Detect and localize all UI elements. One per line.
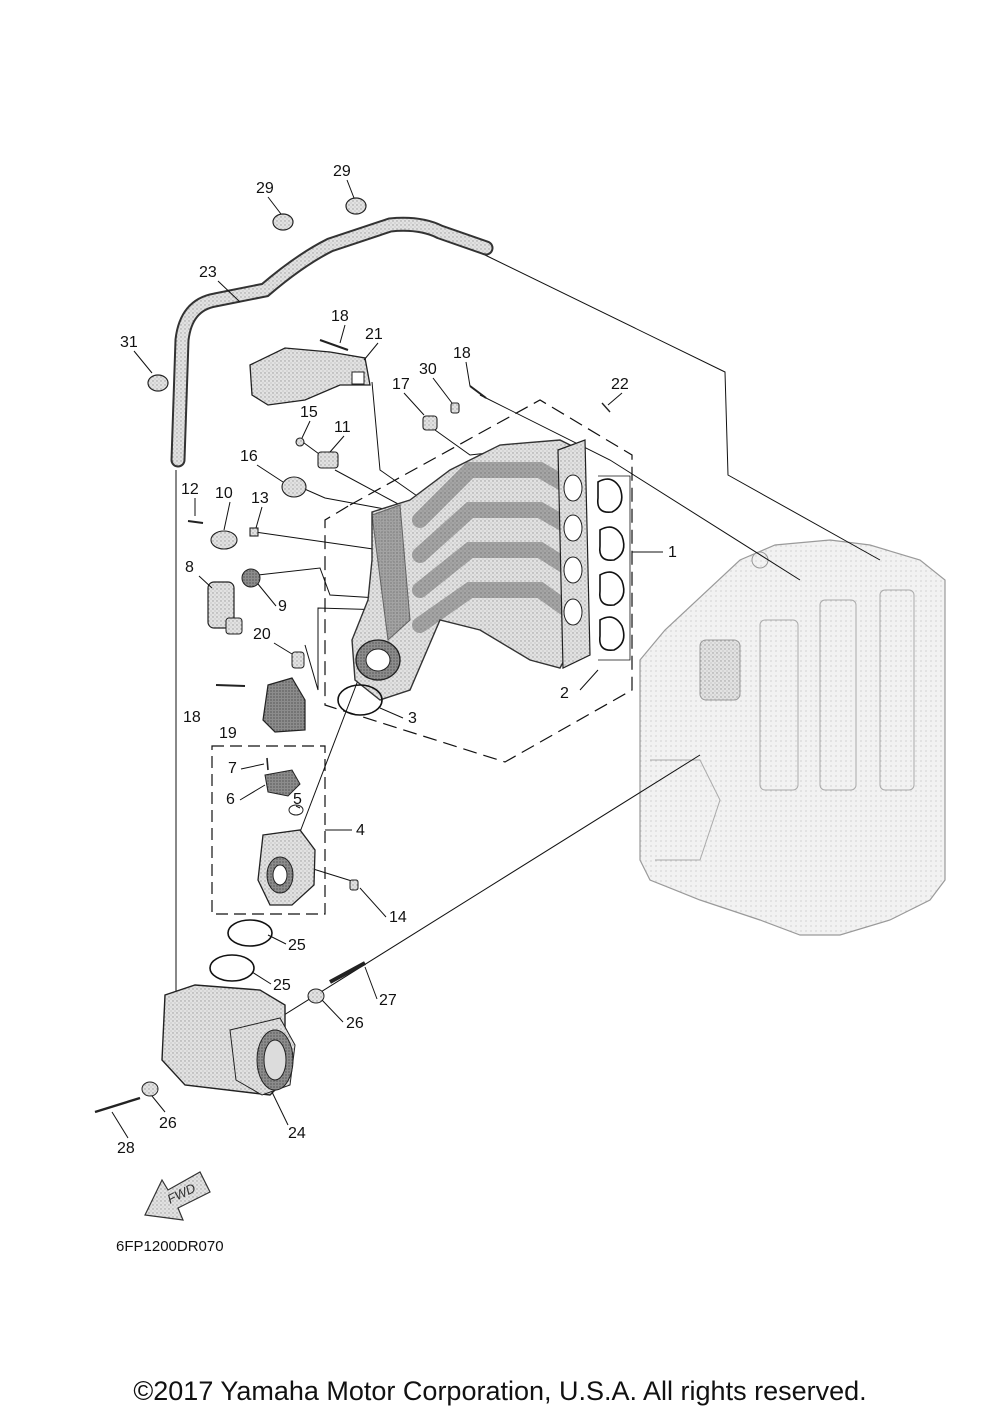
callout-labels: 29 29 23 31 18 21 18 30 17 22 15 11 16 1… [117,163,677,1157]
callout-7: 7 [228,760,237,777]
callout-28: 28 [117,1140,135,1157]
callout-31: 31 [120,334,138,351]
bolt-27 [329,961,366,984]
callout-25: 25 [273,977,291,994]
bolts-18 [215,339,487,687]
callout-26: 26 [346,1015,364,1032]
sensor-20 [291,651,305,669]
bracket-21 [249,347,371,406]
callout-10: 10 [215,485,233,502]
callout-27: 27 [379,992,397,1009]
bracket-19 [262,677,306,733]
callout-2: 2 [560,685,569,702]
callout-29: 29 [333,163,351,180]
callout-8: 8 [185,559,194,576]
callout-13: 13 [251,490,269,507]
drawing-code: 6FP1200DR070 [116,1238,224,1255]
o-ring-3 [337,684,383,716]
callout-15: 15 [300,404,318,421]
small-fittings [187,402,611,550]
callout-17: 17 [392,376,410,393]
callout-24: 24 [288,1125,306,1142]
callout-6: 6 [226,791,235,808]
callout-18: 18 [183,709,201,726]
idle-valve-8 [207,581,243,635]
callout-4: 4 [356,822,365,839]
callout-21: 21 [365,326,383,343]
callout-29: 29 [256,180,274,197]
callout-25: 25 [288,937,306,954]
throttle-body [257,757,359,906]
fwd-arrow: FWD [144,1171,211,1221]
intake-manifold [351,439,591,701]
callout-26: 26 [159,1115,177,1132]
callout-9: 9 [278,598,287,615]
callout-18: 18 [331,308,349,325]
throttle-assembly-outline [211,745,326,915]
bolt-28 [94,1096,141,1114]
grommet-9 [241,568,261,588]
callout-23: 23 [199,264,217,281]
callout-30: 30 [419,361,437,378]
callout-5: 5 [293,791,302,808]
hose-23 [170,216,494,468]
clamps-25 [209,919,273,982]
engine-block [639,539,946,936]
callout-16: 16 [240,448,258,465]
callout-20: 20 [253,626,271,643]
callout-3: 3 [408,710,417,727]
reference-lines [175,254,881,1026]
callout-19: 19 [219,725,237,742]
callout-11: 11 [334,419,351,436]
manifold-gasket [596,475,631,661]
callout-leaders [111,179,663,1139]
collars-26 [141,988,325,1097]
callout-18: 18 [453,345,471,362]
hose-clamps [147,197,367,392]
manifold-assembly-outline [324,399,633,763]
intake-silencer-24 [161,984,296,1096]
callout-1: 1 [668,544,677,561]
callout-22: 22 [611,376,629,393]
callout-12: 12 [181,481,199,498]
callout-14: 14 [389,909,407,926]
copyright-notice: ©2017 Yamaha Motor Corporation, U.S.A. A… [133,1376,867,1406]
